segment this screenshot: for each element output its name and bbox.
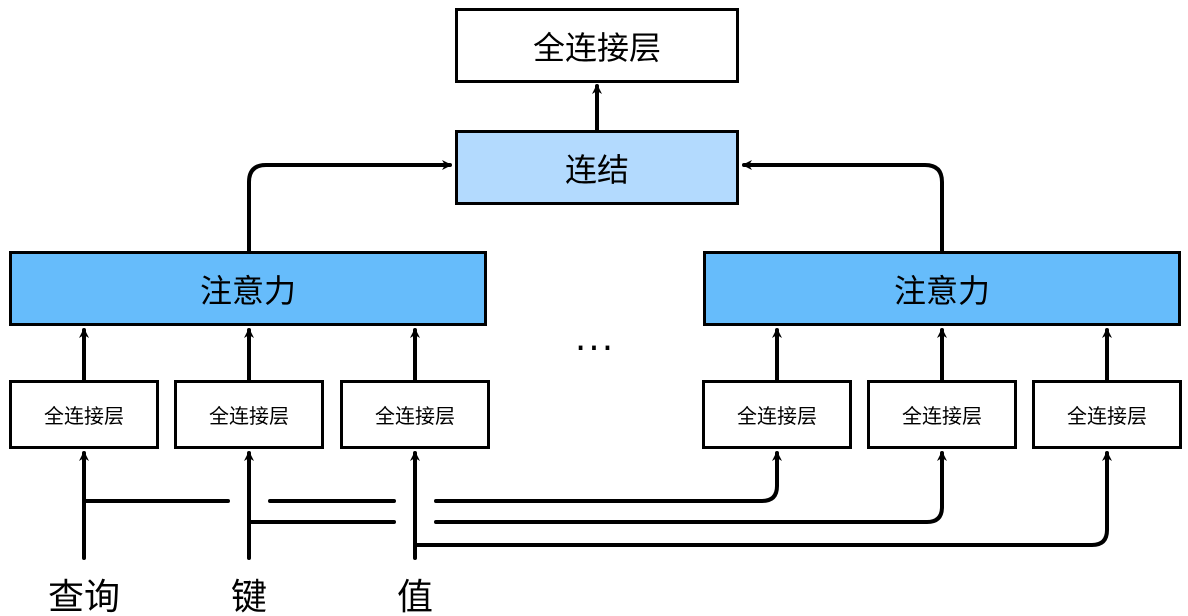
ellipsis: ... [574,318,616,359]
top-fc-layer-box: 全连接层 [455,8,739,83]
fc-box-6: 全连接层 [1032,380,1182,449]
attention-left-label: 注意力 [199,271,296,310]
fc-label-6: 全连接层 [1067,404,1147,428]
attention-box-right: 注意力 [703,251,1181,326]
attention-right-label: 注意力 [893,271,990,310]
fc-box-4: 全连接层 [702,380,852,449]
fc-label-4: 全连接层 [737,404,817,428]
fc-box-3: 全连接层 [340,380,490,449]
value-branch [413,451,1112,547]
fc-box-5: 全连接层 [867,380,1017,449]
top-fc-layer-label: 全连接层 [532,28,661,67]
value-label: 值 [396,577,434,616]
arrow-attention-right-to-concat [742,160,944,253]
concat-label: 连结 [564,150,629,189]
fc-box-1: 全连接层 [9,380,159,449]
query-label: 查询 [47,577,121,616]
fc-label-5: 全连接层 [902,404,982,428]
key-label: 键 [230,577,268,616]
concat-box: 连结 [455,130,739,205]
fc-label-1: 全连接层 [44,404,124,428]
arrow-attention-left-to-concat [247,160,452,253]
fc-label-3: 全连接层 [375,404,455,428]
key-branch-b [434,451,947,524]
attention-box-left: 注意力 [9,251,487,326]
query-branch-c [434,451,782,503]
fc-label-2: 全连接层 [209,404,289,428]
fc-box-2: 全连接层 [174,380,324,449]
